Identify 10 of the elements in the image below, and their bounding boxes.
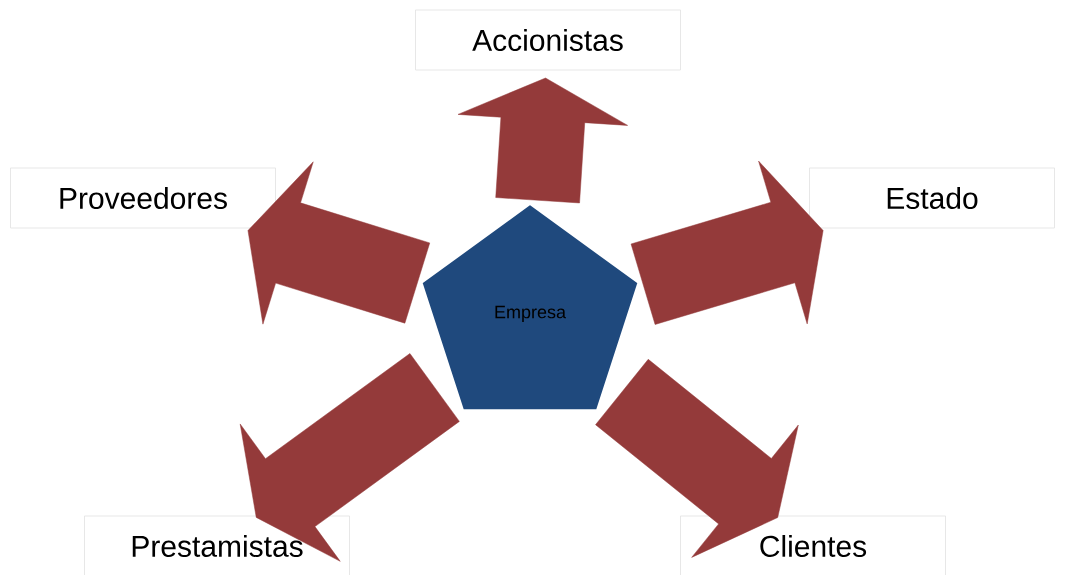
block-arrow: [239, 353, 460, 562]
block-arrow: [457, 77, 628, 204]
label-box: Clientes: [680, 515, 946, 575]
block-arrow: [595, 359, 799, 558]
block-arrow: [247, 161, 430, 325]
label-box: Estado: [809, 167, 1055, 229]
block-arrow: [630, 160, 824, 325]
label-box: Proveedores: [10, 167, 276, 229]
label-box: Accionistas: [415, 9, 681, 71]
label-box: Prestamistas: [84, 515, 350, 575]
